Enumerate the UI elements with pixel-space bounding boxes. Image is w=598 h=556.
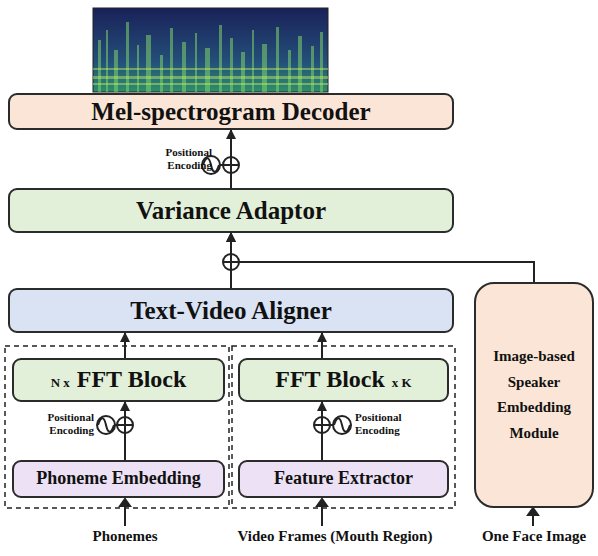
- flow-arrow: [231, 233, 534, 282]
- flow-arrow: [124, 402, 126, 460]
- dashed-group: [232, 346, 455, 508]
- encoding-label: Positional Encoding: [30, 411, 94, 436]
- dashed-group: [5, 346, 229, 508]
- node-text: Mel-spectrogram Decoder: [91, 98, 370, 126]
- sine-symbol: [202, 156, 220, 174]
- flow-arrow: [230, 233, 232, 288]
- node-text: x K: [392, 376, 412, 390]
- add-symbol: [314, 417, 330, 433]
- sine-symbol: [97, 416, 115, 434]
- decoder-box: Mel-spectrogram Decoder: [8, 93, 454, 130]
- node-text: Feature Extractor: [274, 469, 413, 489]
- input-label: One Face Image: [470, 528, 598, 545]
- node-text: N x: [51, 376, 70, 390]
- add-symbol: [223, 254, 239, 270]
- encoding-label: Positional Encoding: [150, 146, 212, 171]
- fft-block: FFT Block x K: [238, 358, 449, 402]
- input-label: Video Frames (Mouth Region): [225, 528, 445, 545]
- embedding-box: Phoneme Embedding: [12, 460, 225, 498]
- connector-stub: [115, 424, 117, 426]
- node-text: FFT Block: [275, 366, 385, 392]
- node-text: Text-Video Aligner: [130, 297, 332, 325]
- add-symbol: [223, 157, 239, 173]
- fft-block: N x FFT Block: [12, 358, 225, 402]
- node-text: Image-based Speaker Embedding Module: [484, 344, 584, 446]
- sine-symbol: [333, 416, 351, 434]
- input-label: Phonemes: [57, 528, 193, 545]
- node-text: Variance Adaptor: [136, 197, 326, 225]
- speaker-module: Image-based Speaker Embedding Module: [474, 282, 594, 508]
- connector-stub: [330, 424, 333, 426]
- node-text: FFT Block: [77, 366, 187, 392]
- extractor-box: Feature Extractor: [238, 460, 449, 498]
- node-text: Phoneme Embedding: [36, 469, 201, 489]
- connector-stub: [220, 164, 223, 166]
- flow-arrow: [124, 333, 126, 358]
- aligner-box: Text-Video Aligner: [8, 288, 454, 333]
- add-symbol: [117, 417, 133, 433]
- flow-arrow: [321, 402, 323, 460]
- adaptor-box: Variance Adaptor: [8, 188, 454, 233]
- spectrogram-image: [93, 8, 328, 92]
- encoding-label: Positional Encoding: [355, 411, 419, 436]
- flow-arrow: [230, 130, 232, 188]
- flow-arrow: [321, 333, 323, 358]
